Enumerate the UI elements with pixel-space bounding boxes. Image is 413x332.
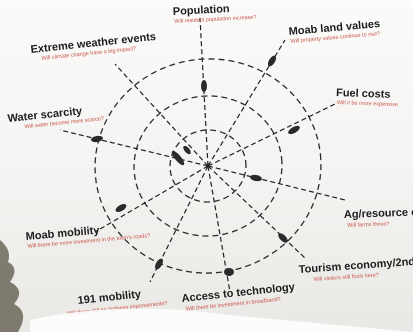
label-population: Population: [173, 3, 231, 18]
ring-outer: [94, 58, 322, 274]
question-fuel-costs: Will it be more expensive: [337, 100, 398, 108]
marker-moab-mobility: [115, 204, 127, 212]
spoke-water-scarcity: [59, 129, 209, 167]
ring-middle: [133, 95, 283, 237]
label-fuel-costs: Fuel costs: [336, 87, 391, 101]
markers: [91, 55, 300, 276]
tree-silhouette: [0, 240, 24, 332]
marker-moab-land-values: [267, 55, 277, 67]
ring-inner: [169, 129, 247, 203]
marker-fuel-costs: [288, 125, 300, 135]
question-population: Will resident population increase?: [174, 15, 256, 25]
label-ag-resource: Ag/resource ec: [344, 206, 413, 221]
spoke-tourism: [207, 165, 306, 259]
rings: [94, 58, 322, 274]
marker-population: [201, 80, 207, 92]
paper-fold: [30, 308, 413, 332]
spoke-moab-mobility: [94, 165, 209, 233]
spoke-extreme-weather: [114, 63, 209, 167]
marker-access-technology: [224, 268, 234, 276]
question-ag-resource: Will farms thrive?: [347, 221, 389, 228]
question-tourism: Will visitors still flock here?: [313, 272, 379, 283]
marker-ag-resource: [250, 174, 262, 182]
marker-water-scarcity: [91, 135, 103, 143]
marker-extreme-weather-2: [183, 145, 191, 155]
marker-tourism: [278, 233, 288, 243]
marker-extreme-weather-1: [171, 150, 185, 166]
marker-191-mobility: [155, 258, 163, 270]
